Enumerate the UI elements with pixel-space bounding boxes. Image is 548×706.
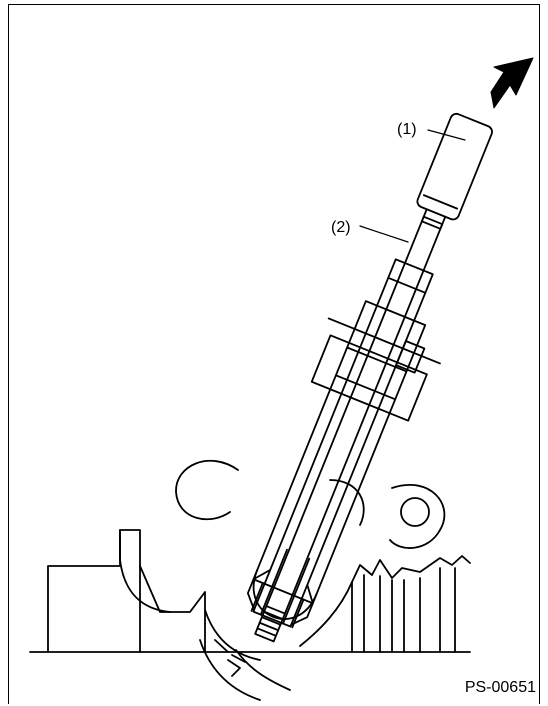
installer-shaft <box>254 215 444 643</box>
valve-guide <box>246 258 434 628</box>
leader-line-2 <box>359 225 409 243</box>
port-curve <box>199 581 353 701</box>
press-arrow-icon <box>490 57 534 109</box>
engine-block-left <box>47 529 261 663</box>
casting-bosses <box>175 459 446 549</box>
callout-2: (2) <box>331 219 351 236</box>
figure-frame <box>8 4 540 704</box>
engine-block-right <box>351 555 471 653</box>
guide-housing <box>250 300 441 629</box>
callout-1: (1) <box>397 121 417 138</box>
reference-code: PS-00651 <box>464 679 536 696</box>
installer-handle <box>416 112 493 230</box>
leader-line-1 <box>427 129 466 141</box>
